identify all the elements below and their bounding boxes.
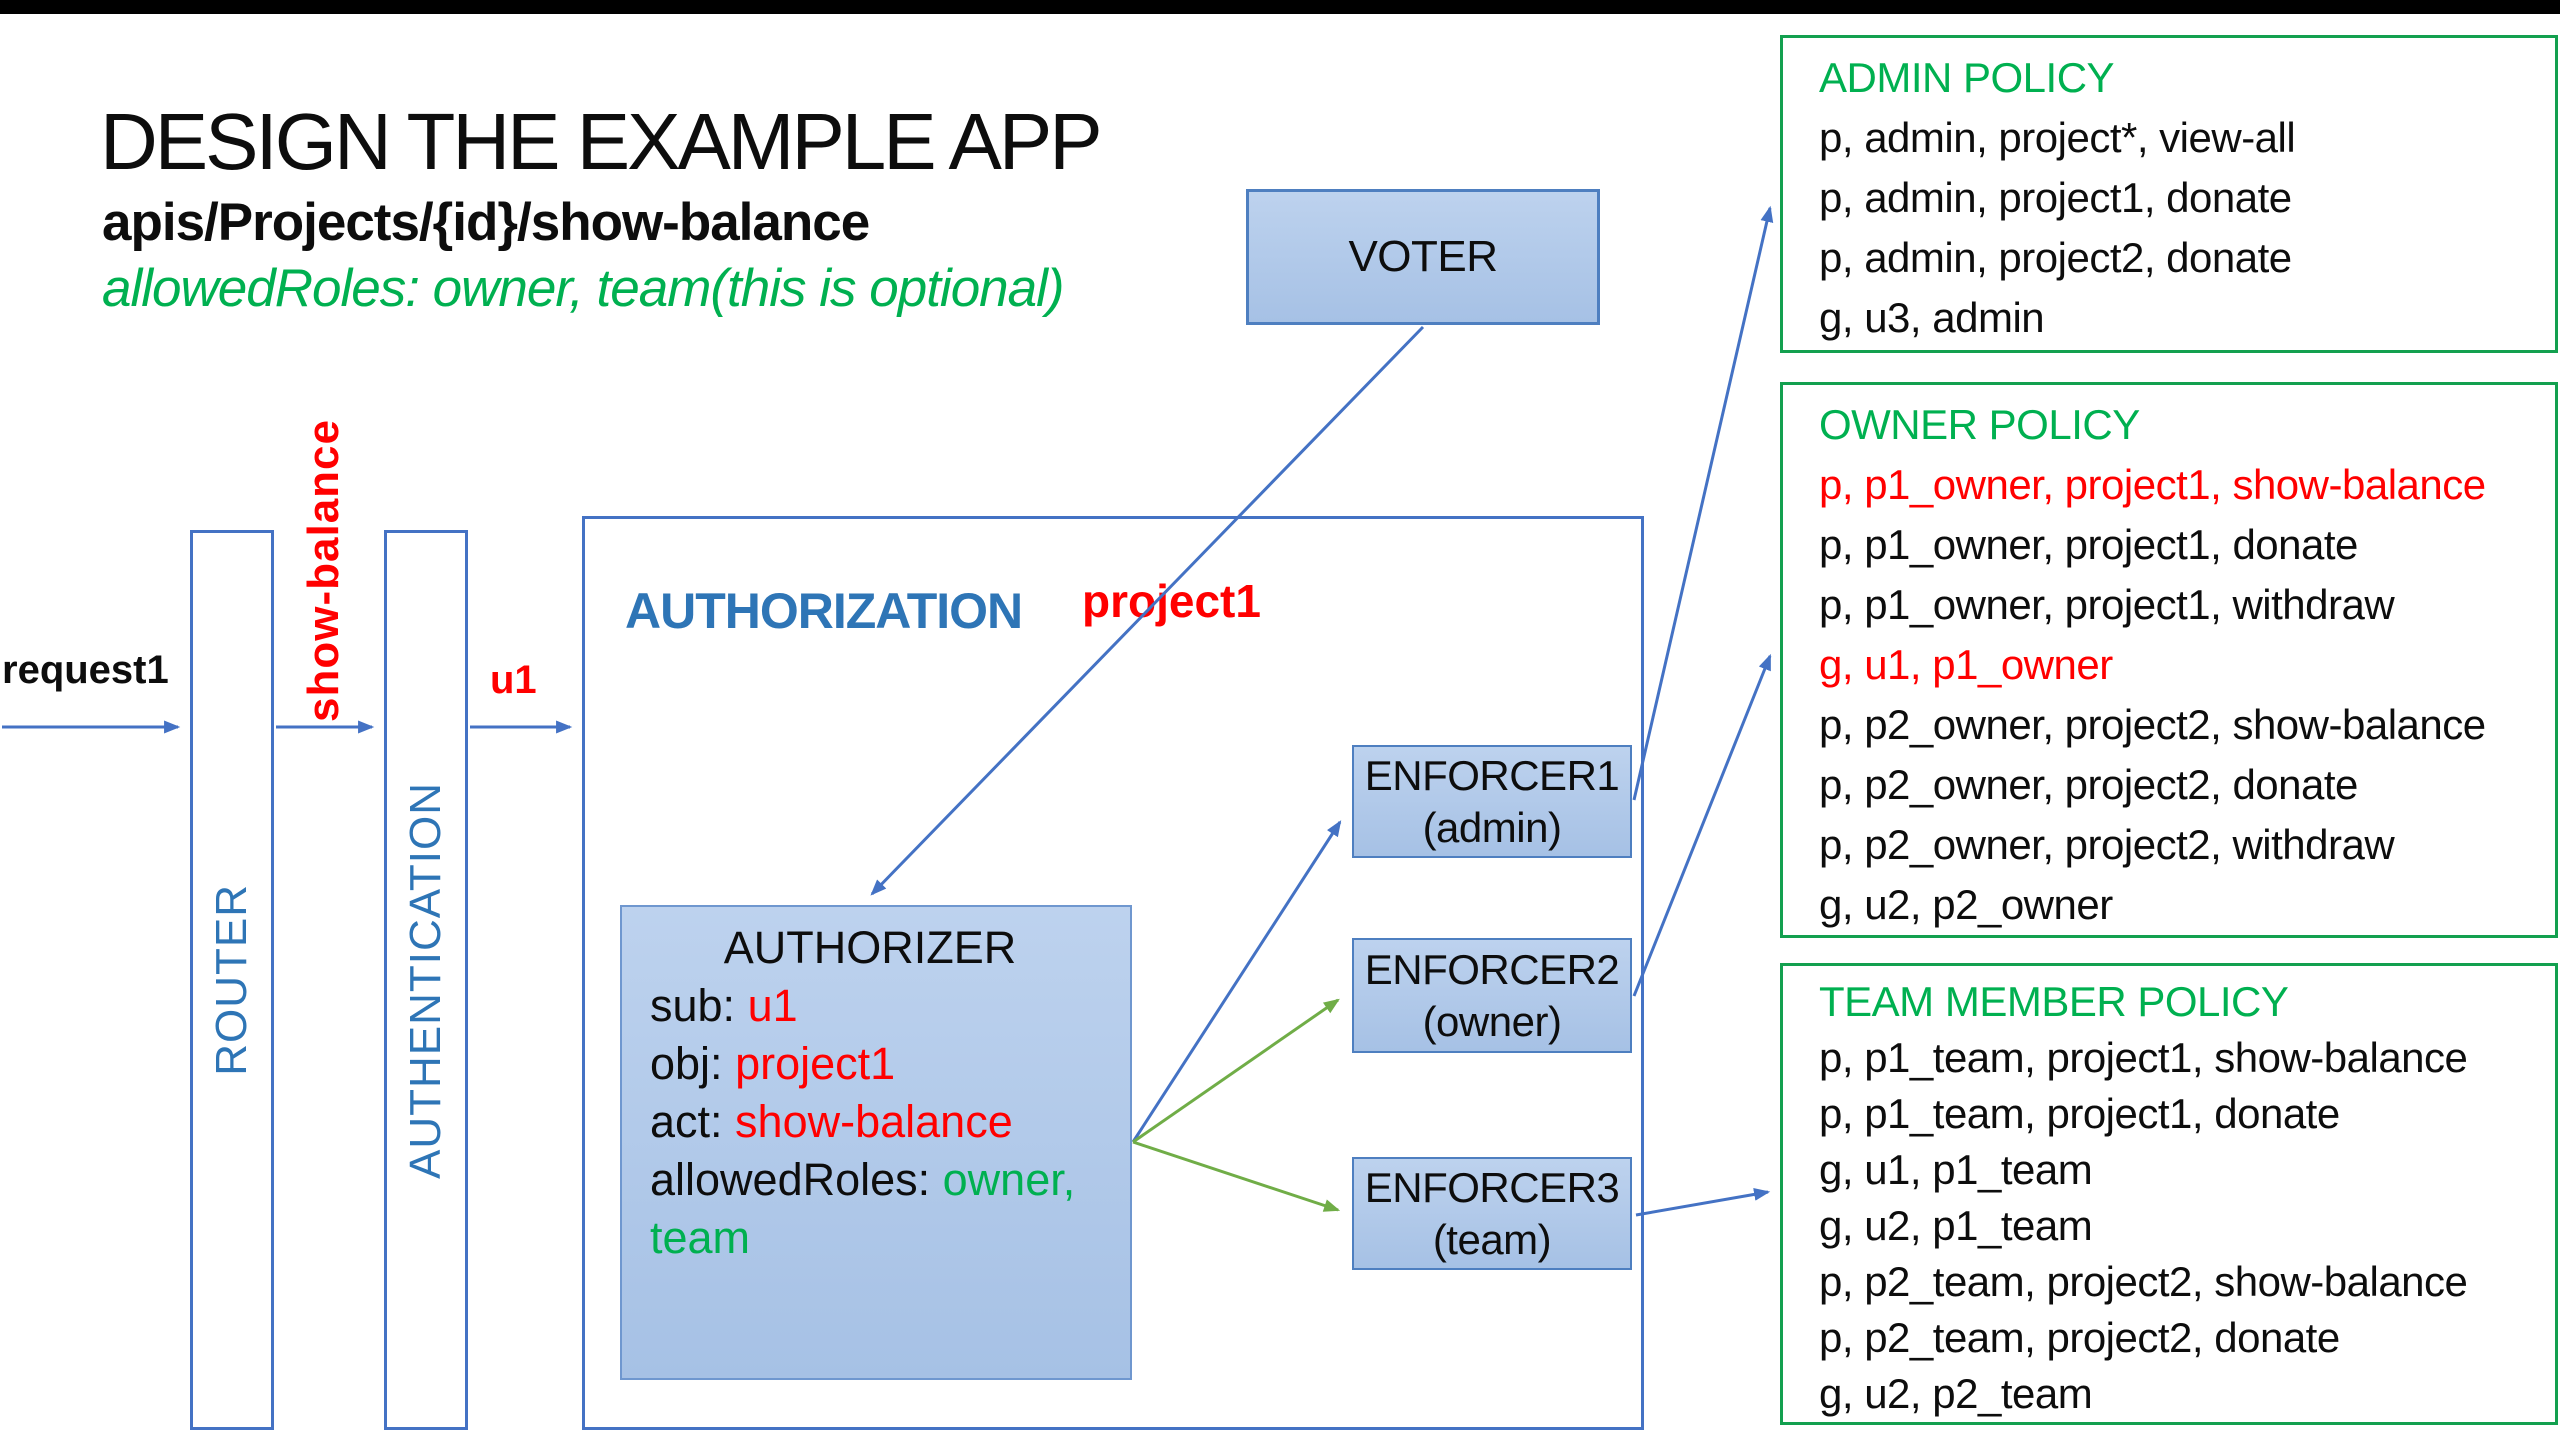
voter-box: VOTER xyxy=(1246,189,1600,325)
policy-row: g, u3, admin xyxy=(1819,294,2045,341)
authorizer-act-value: show-balance xyxy=(735,1096,1013,1147)
page-title: DESIGN THE EXAMPLE APP xyxy=(100,97,1103,186)
enforcer1-name: ENFORCER1 xyxy=(1364,751,1620,799)
project1-label: project1 xyxy=(1082,575,1261,627)
owner-policy-box: OWNER POLICY p, p1_owner, project1, show… xyxy=(1780,382,2558,938)
api-path-subtitle: apis/Projects/{id}/show-balance xyxy=(102,193,870,252)
policy-row: p, admin, project1, donate xyxy=(1819,174,2292,221)
authorizer-row-obj: obj: project1 xyxy=(650,1038,896,1089)
policy-row: p, p1_owner, project1, donate xyxy=(1819,521,2358,568)
show-balance-label: show-balance xyxy=(299,419,348,722)
enforcer1-box: ENFORCER1 (admin) xyxy=(1352,745,1632,858)
show-balance-label-text: show-balance xyxy=(299,418,348,722)
authorizer-obj-value: project1 xyxy=(735,1038,896,1089)
authorizer-row-team: team xyxy=(650,1209,1130,1267)
allowed-roles-note: allowedRoles: owner, team(this is option… xyxy=(102,259,1065,318)
u1-label: u1 xyxy=(490,658,537,702)
policy-row: p, p2_team, project2, show-balance xyxy=(1819,1258,2468,1305)
policy-row: g, u2, p2_team xyxy=(1819,1370,2093,1417)
authorizer-row-allowedroles: allowedRoles: owner, xyxy=(650,1154,1076,1205)
enforcer2-role: (owner) xyxy=(1422,997,1562,1045)
admin-policy-box: ADMIN POLICY p, admin, project*, view-al… xyxy=(1780,35,2558,353)
voter-label: VOTER xyxy=(1348,232,1498,281)
enforcer3-name: ENFORCER3 xyxy=(1364,1163,1620,1211)
policy-row: p, p2_team, project2, donate xyxy=(1819,1314,2340,1361)
authorizer-team-value: team xyxy=(650,1212,751,1263)
policy-row: p, p2_owner, project2, show-balance xyxy=(1819,701,2486,748)
enforcer1-role: (admin) xyxy=(1422,803,1562,851)
policy-row: p, p1_team, project1, donate xyxy=(1819,1090,2340,1137)
policy-row: p, p2_owner, project2, donate xyxy=(1819,761,2358,808)
policy-row: p, p1_team, project1, show-balance xyxy=(1819,1034,2468,1081)
enforcer3-role: (team) xyxy=(1432,1215,1552,1263)
arrow-enforcer3-to-team-policy xyxy=(1635,1188,1771,1217)
policy-row: g, u1, p1_team xyxy=(1819,1146,2093,1193)
enforcer2-box: ENFORCER2 (owner) xyxy=(1352,938,1632,1053)
router-box: ROUTER xyxy=(190,530,274,1430)
admin-policy-title: ADMIN POLICY xyxy=(1819,54,2115,101)
authorizer-sub-value: u1 xyxy=(747,980,798,1031)
policy-row: g, u2, p1_team xyxy=(1819,1202,2093,1249)
team-policy-title: TEAM MEMBER POLICY xyxy=(1819,978,2289,1025)
enforcer3-box: ENFORCER3 (team) xyxy=(1352,1157,1632,1270)
policy-row: g, u2, p2_owner xyxy=(1819,881,2113,928)
top-black-bar xyxy=(0,0,2560,14)
team-policy-box: TEAM MEMBER POLICY p, p1_team, project1,… xyxy=(1780,963,2558,1425)
authentication-label: AUTHENTICATION xyxy=(401,781,450,1179)
policy-row: g, u1, p1_owner xyxy=(1819,641,2113,688)
enforcer2-name: ENFORCER2 xyxy=(1364,945,1620,993)
authorizer-row-act: act: show-balance xyxy=(650,1096,1013,1147)
authorizer-roles-value: owner, xyxy=(942,1154,1076,1205)
policy-row: p, p1_owner, project1, withdraw xyxy=(1819,581,2395,628)
router-label: ROUTER xyxy=(207,884,256,1076)
arrow-enforcer1-to-admin-policy xyxy=(1632,205,1774,801)
request1-label: request1 xyxy=(2,648,169,692)
authorizer-title: AUTHORIZER xyxy=(723,922,1017,973)
policy-row: p, admin, project2, donate xyxy=(1819,234,2292,281)
arrow-enforcer2-to-owner-policy xyxy=(1632,653,1772,997)
policy-row: p, admin, project*, view-all xyxy=(1819,114,2296,161)
owner-policy-title: OWNER POLICY xyxy=(1819,401,2140,448)
authorizer-box: AUTHORIZER sub: u1 obj: project1 act: sh… xyxy=(620,905,1132,1380)
authorization-label: AUTHORIZATION xyxy=(625,583,1023,639)
authorizer-row-sub: sub: u1 xyxy=(650,980,798,1031)
policy-row: p, p2_owner, project2, withdraw xyxy=(1819,821,2395,868)
policy-row: p, p1_owner, project1, show-balance xyxy=(1819,461,2486,508)
authentication-box: AUTHENTICATION xyxy=(384,530,468,1430)
